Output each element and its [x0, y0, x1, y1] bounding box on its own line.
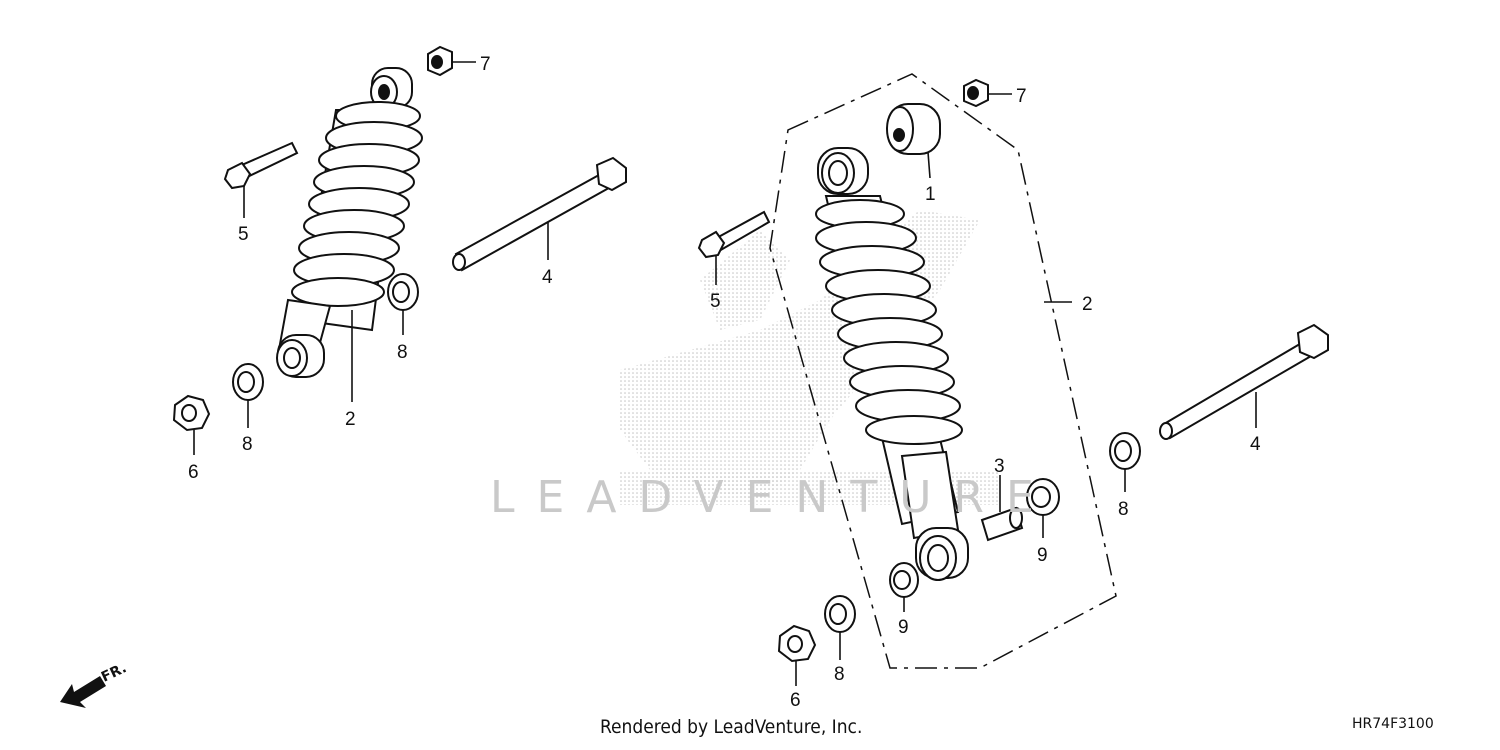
right-washer-8a: [1109, 432, 1141, 470]
callout-right-6: 6: [790, 690, 801, 711]
callout-right-9b: 9: [898, 617, 909, 638]
diagram-code: HR74F3100: [1352, 716, 1434, 732]
right-washer-8b: [824, 595, 856, 633]
right-washer-9b: [889, 562, 919, 598]
left-nut-6: [172, 394, 211, 432]
left-callouts: 7 5 4 8 2 8 6: [188, 54, 553, 483]
callout-right-7: 7: [1016, 86, 1027, 107]
callout-left-2: 2: [345, 409, 356, 430]
callout-right-8b: 8: [834, 664, 845, 685]
front-direction-label: FR.: [99, 660, 129, 685]
left-washer-8b: [232, 363, 264, 401]
footer-credit: Rendered by LeadVenture, Inc.: [600, 716, 863, 738]
callout-left-4: 4: [542, 267, 553, 288]
right-assembly-outline: [769, 73, 1117, 669]
right-callouts: 7 1 2 5 4 3 8 9 9 8 6: [710, 86, 1261, 711]
right-collar-3: [980, 506, 1024, 542]
left-shock-spring: [291, 101, 423, 307]
right-nut-7: [963, 78, 989, 108]
left-leader-lines: [193, 61, 549, 455]
front-direction-arrow: FR.: [60, 660, 129, 708]
callout-left-6: 6: [188, 462, 199, 483]
right-nut-6: [777, 624, 817, 663]
callout-right-2: 2: [1082, 294, 1093, 315]
callout-left-8a: 8: [397, 342, 408, 363]
right-shock-spring: [815, 199, 963, 445]
callout-right-3: 3: [994, 456, 1005, 477]
callout-right-8a: 8: [1118, 499, 1129, 520]
callout-right-5: 5: [710, 291, 721, 312]
callout-right-9a: 9: [1037, 545, 1048, 566]
right-leader-lines: [715, 93, 1257, 686]
left-bolt-4: [452, 156, 627, 272]
left-nut-7: [427, 45, 453, 77]
left-shock-top-eye: [370, 67, 413, 109]
left-bolt-5: [223, 141, 299, 190]
right-bolt-4: [1159, 323, 1329, 440]
right-bushing-1: [886, 103, 941, 155]
right-bolt-5: [697, 210, 771, 259]
watermark-text: LEADVENTURE: [490, 472, 1056, 523]
left-washer-8a: [387, 273, 419, 311]
right-shock-assembly: [697, 78, 1329, 663]
callout-right-4: 4: [1250, 434, 1261, 455]
callout-left-5: 5: [238, 224, 249, 245]
left-shock-assembly: [172, 45, 627, 432]
callout-left-7: 7: [480, 54, 491, 75]
right-shock-top-eye: [817, 147, 869, 195]
right-shock-bottom-eye: [915, 527, 969, 581]
callout-left-8b: 8: [242, 434, 253, 455]
callout-right-1: 1: [925, 184, 936, 205]
left-shock-bottom-eye: [276, 334, 325, 378]
